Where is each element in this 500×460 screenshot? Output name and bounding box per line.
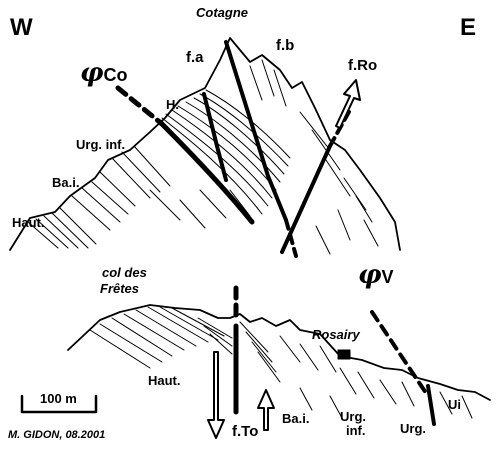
phi-co-suffix: Co [103, 65, 128, 85]
upper-bedding [161, 89, 291, 215]
lower-bai-label: Ba.i. [282, 411, 310, 426]
fault-fb-label: f.b [276, 37, 295, 54]
rosairy-label: Rosairy [312, 327, 360, 342]
upper-haut-layers [27, 207, 97, 249]
credit-label: M. GIDON, 08.2001 [8, 429, 106, 441]
upper-gullies [149, 189, 251, 229]
fault-fa-label: f.a [186, 49, 204, 66]
phi-co-label: φCo [80, 60, 128, 86]
scale-bar [20, 394, 98, 414]
phi-v-fault-solid [426, 384, 436, 426]
lower-urg-label: Urg. [400, 421, 426, 436]
phi-v-symbol: φ [358, 260, 382, 290]
fault-fro-label: f.Ro [348, 57, 378, 74]
upper-thrust-contact [157, 119, 255, 225]
scale-bar-label: 100 m [40, 391, 77, 406]
cotagne-fault [224, 40, 288, 222]
lower-urg-inf-label-2: inf. [346, 423, 366, 438]
west-label: W [10, 14, 33, 41]
fault-fa [202, 92, 228, 182]
cotagne-fault-dash [284, 218, 298, 258]
fto-up-arrow [257, 389, 275, 431]
upper-right-bedding [249, 59, 379, 255]
fro-arrow [335, 79, 361, 129]
phi-v-label: φV [358, 262, 394, 288]
cotagne-label: Cotagne [196, 5, 248, 20]
upper-bai-layers [71, 171, 136, 231]
formation-haut-label: Haut. [12, 215, 45, 230]
formation-urg-inf-label: Urg. inf. [76, 137, 126, 152]
phi-co-fault [115, 85, 165, 127]
phi-v-suffix: V [381, 267, 394, 287]
lower-ridge-outline [67, 304, 491, 401]
lower-haut-layers [89, 306, 225, 369]
rosairy-building [337, 349, 351, 360]
lower-urg-inf-label-1: Urg. [340, 409, 366, 424]
fault-fto-label: f.To [232, 423, 259, 440]
lower-haut-label: Haut. [148, 373, 181, 388]
fretes-label: Frêtes [100, 281, 140, 296]
formation-h-label: H. [166, 97, 179, 112]
upper-ridge-outline [9, 37, 401, 251]
phi-v-fault [370, 310, 430, 398]
east-label: E [460, 14, 477, 41]
lower-bai-layers [197, 317, 281, 383]
upper-urg-layers [111, 145, 171, 199]
fto-down-arrow [207, 351, 225, 439]
formation-bai-label: Ba.i. [52, 175, 80, 190]
phi-co-symbol: φ [80, 58, 104, 88]
col-des-label: col des [102, 265, 147, 280]
lower-ui-label: Ui [448, 397, 461, 412]
lower-right-bedding [279, 335, 473, 419]
fault-fro [280, 144, 332, 254]
